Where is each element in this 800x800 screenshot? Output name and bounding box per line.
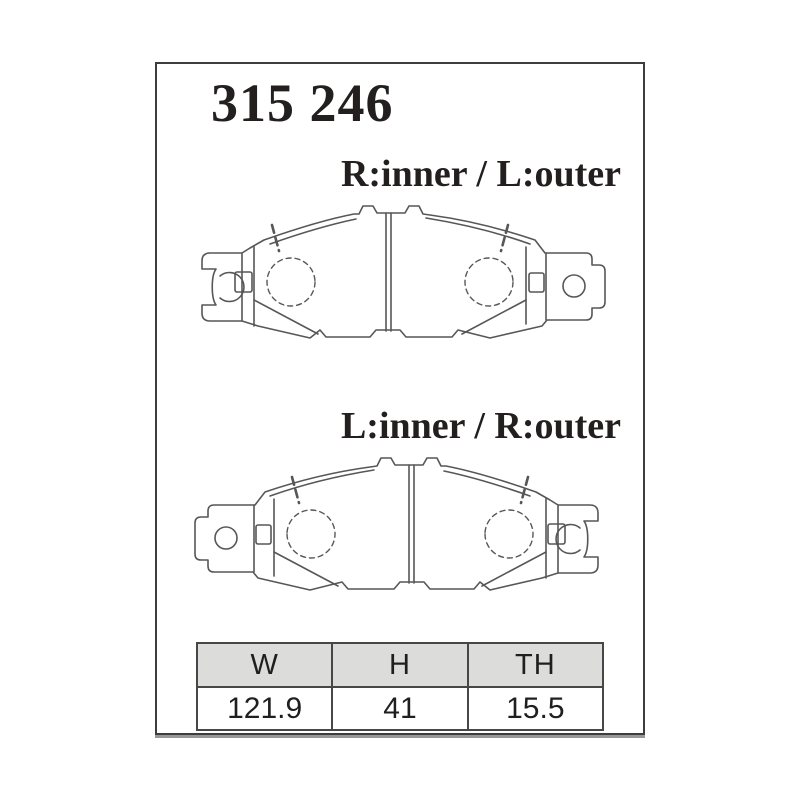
spec-value-height: 41	[331, 686, 469, 731]
spec-header-thickness: TH	[466, 642, 605, 688]
brake-pad-diagram-bottom	[193, 456, 600, 592]
spec-value-thickness: 15.5	[466, 686, 605, 731]
spec-header-width: W	[195, 642, 334, 688]
spec-table-value-row: 121.9 41 15.5	[195, 686, 605, 731]
spec-value-width: 121.9	[195, 686, 334, 731]
orientation-label-top: R:inner / L:outer	[340, 153, 621, 195]
mirrored-pad-set	[193, 456, 600, 592]
brake-pad-diagram-top	[200, 204, 607, 340]
spec-table: W H TH 121.9 41 15.5	[195, 642, 605, 731]
diagram-frame: 315 246 R:inner / L:outer	[155, 62, 645, 735]
part-number: 315 246	[211, 73, 394, 133]
spec-table-header-row: W H TH	[195, 642, 605, 688]
orientation-label-bottom: L:inner / R:outer	[340, 405, 621, 447]
spec-header-height: H	[331, 642, 469, 688]
